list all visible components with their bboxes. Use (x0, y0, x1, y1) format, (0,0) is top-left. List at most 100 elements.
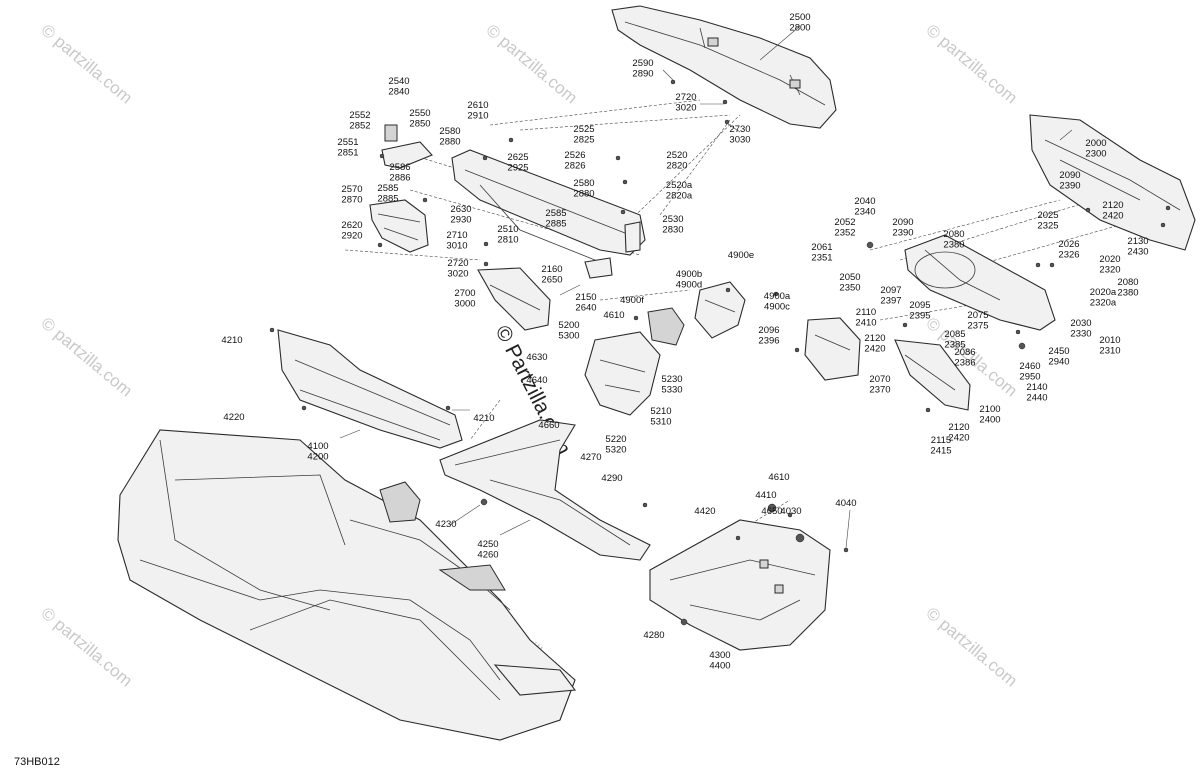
part-number: 2370 (869, 385, 890, 396)
part-number: 2300 (1085, 149, 1106, 160)
part-callout: 4610 (603, 310, 624, 321)
part-number: 2730 (729, 124, 750, 135)
part-number: 2710 (446, 230, 467, 241)
part-number: 2140 (1026, 382, 1047, 393)
part-number: 4300 (709, 650, 730, 661)
part-number: 2552 (349, 110, 370, 121)
part-number: 2415 (930, 446, 951, 457)
part-number: 2940 (1048, 357, 1069, 368)
part-number: 2090 (1059, 170, 1080, 181)
label-leaders (339, 25, 1073, 641)
part-number: 2097 (880, 285, 901, 296)
part-number: 2100 (979, 404, 1000, 415)
part-number: 4630 (526, 352, 547, 363)
part-number: 5230 (661, 374, 682, 385)
part-callout: 4900e (728, 250, 754, 261)
part-number: 2390 (892, 228, 913, 239)
part-number: 4900e (728, 250, 754, 261)
part-number: 2395 (909, 311, 930, 322)
part-number: 2052 (834, 217, 855, 228)
part-number: 4900b (676, 269, 702, 280)
part-number: 2520 (666, 150, 687, 161)
part-number: 2080 (943, 229, 964, 240)
part-number: 4290 (601, 473, 622, 484)
part-callout: 4280 (643, 630, 664, 641)
part-number: 2090 (892, 217, 913, 228)
part-number: 2380 (943, 240, 964, 251)
part-number: 2585 (377, 183, 398, 194)
part-number: 4610 (603, 310, 624, 321)
parts-2100 (894, 339, 971, 411)
frame-2090 (904, 234, 1056, 331)
part-number: 2320a (1090, 298, 1117, 309)
part-number: 2880 (439, 137, 460, 148)
part-number: 2450 (1048, 346, 1069, 357)
part-number: 2330 (1070, 329, 1091, 340)
part-number: 2061 (811, 242, 832, 253)
part-callout: 4410 (755, 490, 776, 501)
part-number: 2520a (666, 180, 693, 191)
part-number: 2510 (497, 224, 518, 235)
part-callout: 4210 (473, 413, 494, 424)
part-number: 2320 (1099, 265, 1120, 276)
door-assembly (117, 429, 577, 741)
part-number: 2020a (1090, 287, 1117, 298)
part-number: 2160 (541, 264, 562, 275)
part-number: 4900d (676, 280, 702, 291)
part-number: 2396 (758, 336, 779, 347)
part-number: 2820a (666, 191, 693, 202)
part-number: 4640 (526, 375, 547, 386)
watermark: © partzilla.com (37, 21, 136, 108)
part-number: 2826 (564, 161, 585, 172)
fasteners (269, 79, 1171, 626)
part-callout: 4660 (538, 420, 559, 431)
part-number: 2580 (439, 126, 460, 137)
part-number: 2580 (573, 178, 594, 189)
floor-panel-4100 (277, 329, 463, 449)
part-callout: 4270 (580, 452, 601, 463)
part-number: 4200 (307, 452, 328, 463)
part-callout: 4030 (780, 506, 801, 517)
part-number: 4900f (620, 295, 644, 306)
part-number: 2925 (507, 163, 528, 174)
part-number: 2000 (1085, 138, 1106, 149)
bracket-2700 (477, 267, 551, 331)
part-number: 2830 (662, 225, 683, 236)
part-number: 4210 (473, 413, 494, 424)
part-number: 5320 (605, 445, 626, 456)
part-number: 5220 (605, 434, 626, 445)
part-number: 2550 (409, 108, 430, 119)
part-number: 2530 (662, 214, 683, 225)
part-number: 2096 (758, 325, 779, 336)
part-callout: 4210 (221, 335, 242, 346)
part-number: 2410 (855, 318, 876, 329)
part-number: 4030 (780, 506, 801, 517)
part-number: 4280 (643, 630, 664, 641)
part-number: 2880 (573, 189, 594, 200)
part-number: 3010 (446, 241, 467, 252)
part-callout: 4420 (694, 506, 715, 517)
part-number: 4210 (221, 335, 242, 346)
part-number: 2525 (573, 124, 594, 135)
part-number: 2851 (337, 148, 358, 159)
